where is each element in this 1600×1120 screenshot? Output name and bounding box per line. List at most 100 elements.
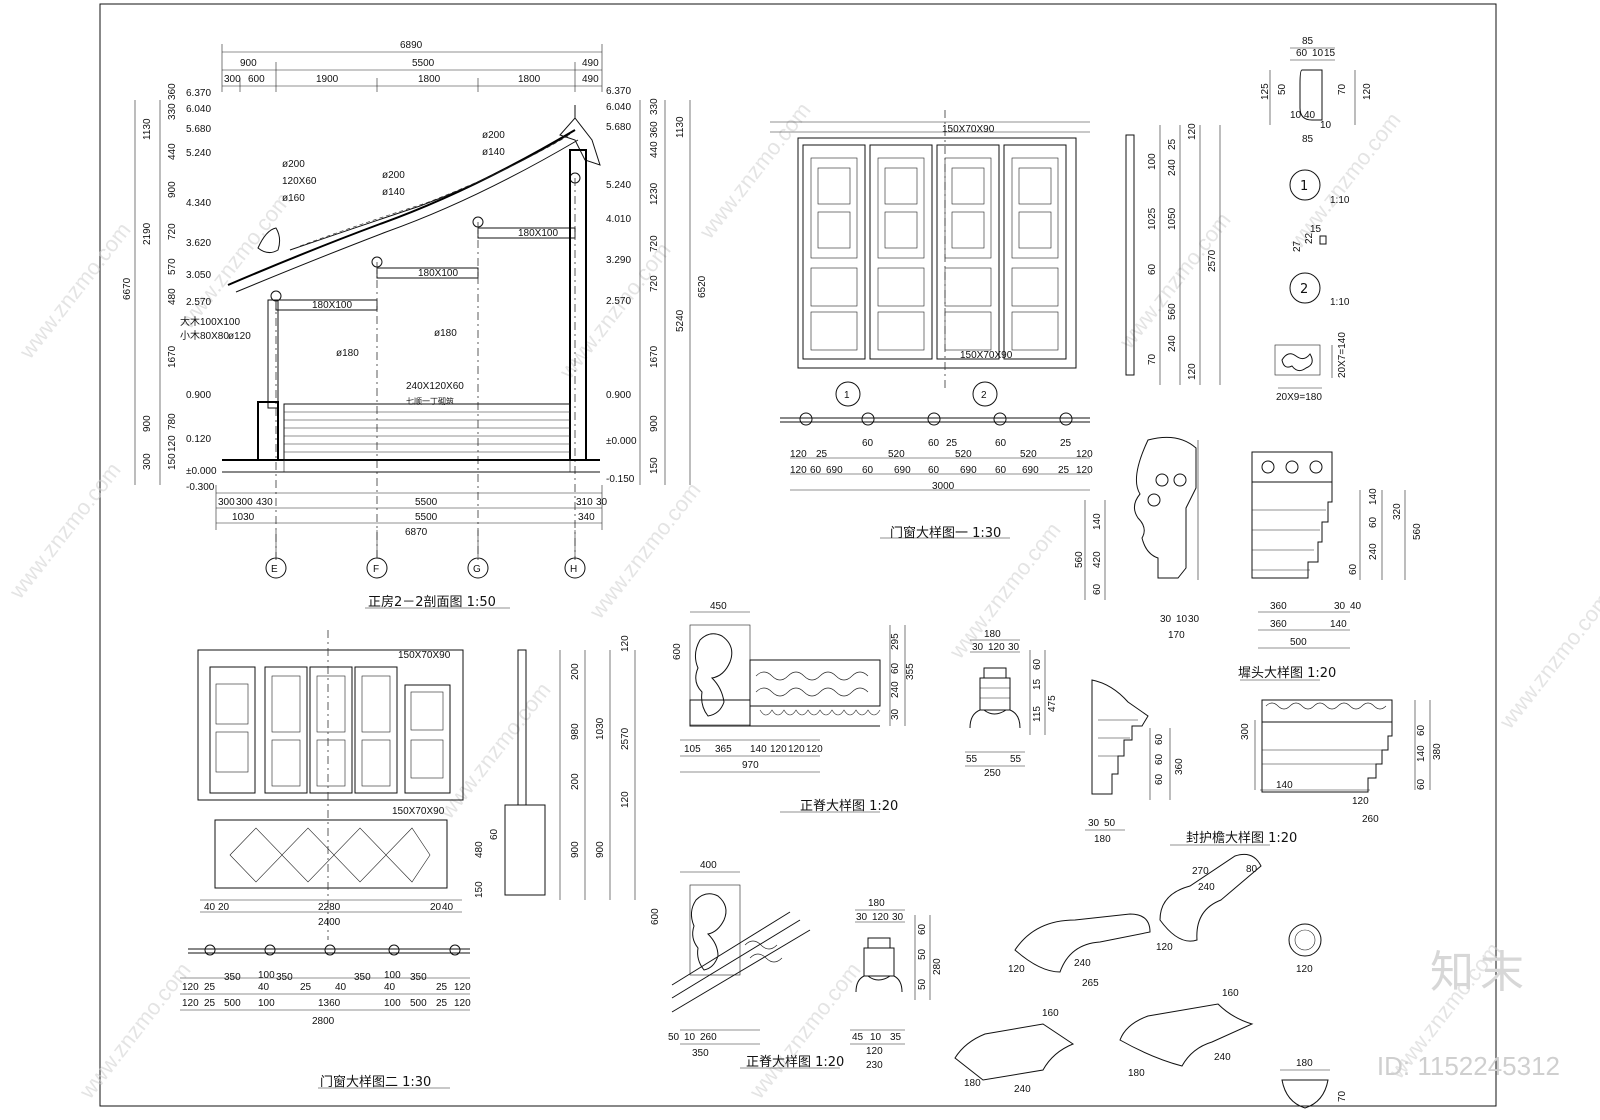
profile-details — [1269, 47, 1356, 389]
section-bottom-dim: 310 — [576, 497, 593, 508]
tile-dim: 270 — [1192, 866, 1209, 877]
tile-dim: 160 — [1222, 988, 1239, 999]
eaves-seal-dim: 50 — [1104, 818, 1116, 829]
ridge1-dim: 450 — [710, 601, 727, 612]
tile-dim: 240 — [1198, 882, 1215, 893]
eaves-seal-dim: 60 — [1154, 753, 1165, 765]
cap2-dim: 45 — [852, 1032, 864, 1043]
section-top-dim: 1900 — [316, 74, 339, 85]
door2-dim: 2280 — [318, 902, 341, 913]
section-right-dim: 1670 — [649, 345, 660, 368]
eaves-end-dim: 40 — [1350, 601, 1362, 612]
door2-dim: 500 — [224, 998, 241, 1009]
profile1-dim: 70 — [1337, 83, 1348, 95]
ridge1-dim: 295 — [890, 633, 901, 650]
section-top-dim: 1800 — [518, 74, 541, 85]
section-right-dim: 6520 — [697, 275, 708, 298]
eaves-seal-dim: 30 — [1088, 818, 1100, 829]
section-right-dim: 720 — [649, 275, 660, 292]
roof-tiles — [954, 853, 1330, 1109]
tile-dim: 80 — [1246, 864, 1258, 875]
cap1-dim: 60 — [1032, 658, 1043, 670]
section-bottom-dim: 30 — [596, 497, 608, 508]
door1-dim: 60 — [928, 438, 940, 449]
door1-total: 3000 — [932, 481, 955, 492]
door1-vdim: 70 — [1147, 353, 1158, 365]
profile1-dim: 15 — [1324, 48, 1336, 59]
watermark: www.znzmo.com — [74, 958, 196, 1104]
door2-mid-label: 150X70X90 — [392, 806, 445, 817]
member-label: ø200 — [382, 170, 405, 181]
eaves-seal-title: 封护檐大样图 1:20 — [1186, 831, 1297, 846]
section-top-dim: 490 — [582, 58, 599, 69]
cap1-dim: 30 — [1008, 642, 1020, 653]
section-left-dim: 150 — [167, 453, 178, 470]
door1-dim: 690 — [1022, 465, 1039, 476]
eaves-end-dim: 240 — [1368, 543, 1379, 560]
door2-dim: 25 — [436, 998, 448, 1009]
section-left-dim: 570 — [167, 258, 178, 275]
level-left: 5.240 — [186, 148, 211, 159]
section-top-dim: 300 — [224, 74, 241, 85]
door1-dim: 25 — [1058, 465, 1070, 476]
level-left: 0.900 — [186, 390, 211, 401]
level-left: 0.120 — [186, 434, 211, 445]
door1-dim: 60 — [862, 438, 874, 449]
cap1-dim: 15 — [1032, 678, 1043, 690]
section-right-dim: 1130 — [675, 116, 686, 138]
tile-dim: 70 — [1337, 1090, 1348, 1102]
member-label: 七顺一丁砌筑 — [406, 396, 454, 406]
level-right: 2.570 — [606, 296, 631, 307]
door2-dim: 500 — [410, 998, 427, 1009]
detail-callout-1: 1 — [844, 390, 850, 401]
section-left-dim: 330 — [167, 103, 178, 120]
eaves-seal-dim: 360 — [1174, 758, 1185, 775]
level-right: 5.240 — [606, 180, 631, 191]
detail-scale-2: 1:10 — [1330, 297, 1350, 308]
ridge1-dim: 355 — [905, 663, 916, 680]
eaves-end-dim: 30 — [1188, 614, 1200, 625]
section-top-dim: 600 — [248, 74, 265, 85]
door1-dim: 60 — [810, 465, 822, 476]
cap1-dim: 30 — [972, 642, 984, 653]
door1-dim: 120 — [790, 465, 807, 476]
door2-dim: 100 — [384, 998, 401, 1009]
cap2-dim: 50 — [917, 978, 928, 990]
tile-dim: 240 — [1074, 958, 1091, 969]
door2-dim: 40 — [384, 982, 396, 993]
door2-vdim: 900 — [595, 841, 606, 858]
door2-dim: 350 — [224, 972, 241, 983]
door1-dim: 60 — [995, 465, 1007, 476]
section-drawing — [134, 44, 691, 609]
door2-dim: 40 — [335, 982, 347, 993]
door1-vdim: 60 — [1147, 263, 1158, 275]
door1-dim: 520 — [1020, 449, 1037, 460]
door1-vdim: 120 — [1187, 363, 1198, 380]
door2-dim: 120 — [182, 982, 199, 993]
door2-dim: 40 — [204, 902, 216, 913]
detail-scale-1: 1:10 — [1330, 195, 1350, 206]
eaves-end-dim: 10 — [1176, 614, 1188, 625]
door2-vdim: 1030 — [595, 717, 606, 740]
door-window-detail-2 — [180, 630, 636, 1089]
detail-callout-2: 2 — [981, 390, 987, 401]
ridge2-dim: 600 — [650, 908, 661, 925]
section-bottom-dim: 5500 — [415, 512, 438, 523]
profile2-dim: 27 — [1292, 240, 1303, 252]
level-left: -0.300 — [186, 482, 215, 493]
brand-logo: 知末 — [1430, 947, 1530, 998]
door2-vdim: 150 — [474, 881, 485, 898]
cap2-dim: 280 — [932, 958, 943, 975]
member-label: 180X100 — [418, 268, 458, 279]
profile2-dim: 22 — [1304, 232, 1315, 244]
member-label: ø180 — [336, 348, 359, 359]
ridge1-dim: 105 — [684, 744, 701, 755]
ridge2-dim: 260 — [700, 1032, 717, 1043]
ridge1-dim: 240 — [890, 681, 901, 698]
door1-vdim: 100 — [1147, 153, 1158, 170]
profile1-dim: 85 — [1302, 36, 1314, 47]
profile1-dim: 10 — [1312, 48, 1324, 59]
door1-dim: 120 — [1076, 449, 1093, 460]
cap1-dim: 120 — [988, 642, 1005, 653]
door1-dim: 690 — [894, 465, 911, 476]
